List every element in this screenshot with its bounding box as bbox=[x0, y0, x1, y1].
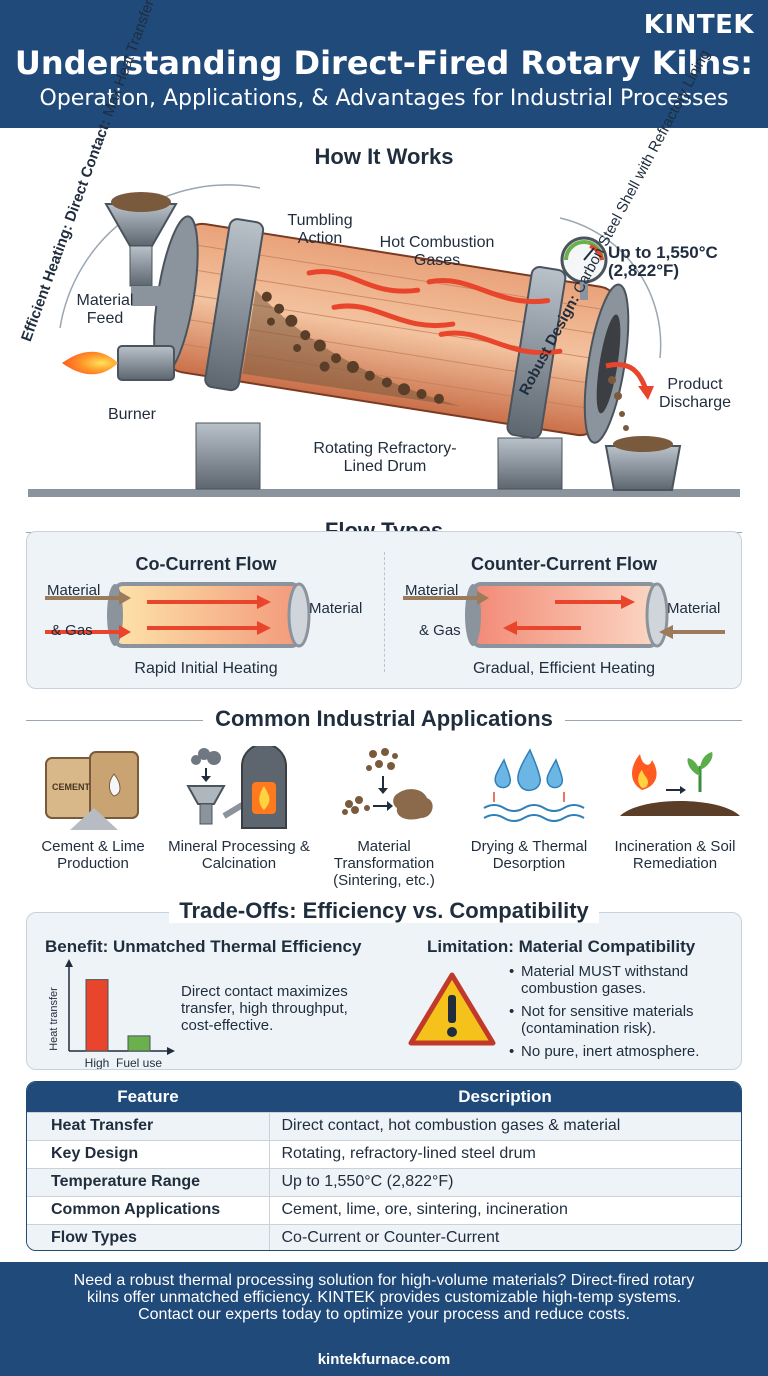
limitation-title: Limitation: Material Compatibility bbox=[427, 937, 696, 956]
burner-flame bbox=[62, 351, 118, 375]
footer-cta: Need a robust thermal processing solutio… bbox=[0, 1262, 768, 1376]
warning-icon bbox=[408, 972, 496, 1046]
product-discharge-label: Product Discharge bbox=[658, 376, 732, 411]
app-cement: CEMENT Cement & Lime Production bbox=[18, 746, 168, 872]
app-drying-label: Drying & Thermal Desorption bbox=[470, 838, 588, 872]
app-sintering: Material Transformation (Sintering, etc.… bbox=[309, 746, 459, 889]
counter-in-label-2: & Gas bbox=[419, 622, 461, 639]
applications-title: Common Industrial Applications bbox=[203, 706, 565, 731]
tradeoffs-title: Trade-Offs: Efficiency vs. Compatibility bbox=[169, 898, 599, 923]
brand-logo: KINTEK bbox=[643, 10, 754, 40]
benefit-bar-chart: Heat transfer High Fuel use bbox=[48, 959, 175, 1069]
limitation-item: Not for sensitive materials (contaminati… bbox=[509, 1003, 739, 1037]
product-bin bbox=[604, 445, 682, 491]
counter-in-label-1: Material bbox=[405, 582, 459, 599]
co-in-label-1: Material bbox=[47, 582, 101, 599]
feed-pipe bbox=[131, 286, 178, 306]
temperature-label: Up to 1,550°C (2,822°F) bbox=[608, 243, 718, 280]
co-in-label-2: & Gas bbox=[51, 622, 93, 639]
benefit-description: Direct contact maximizes transfer, high … bbox=[181, 983, 348, 1034]
app-drying: Drying & Thermal Desorption bbox=[454, 746, 604, 872]
counter-current-caption: Gradual, Efficient Heating bbox=[472, 660, 656, 677]
how-it-works-section: How It Works bbox=[0, 0, 768, 510]
co-current-diagram bbox=[45, 582, 311, 648]
counter-out-label: Material bbox=[667, 600, 721, 617]
flow-types-panel: Co-Current Flow Material & Gas Material bbox=[26, 531, 742, 689]
app-sintering-label: Material Transformation (Sintering, etc.… bbox=[333, 838, 435, 889]
kiln-illustration bbox=[28, 184, 740, 497]
ground bbox=[28, 489, 740, 497]
support-left bbox=[195, 422, 261, 490]
app-mineral: Mineral Processing & Calcination bbox=[164, 743, 314, 872]
burner-body bbox=[117, 345, 175, 381]
app-incineration-label: Incineration & Soil Remediation bbox=[614, 838, 736, 872]
fire-plant-icon bbox=[620, 752, 740, 816]
table-header-feature: Feature bbox=[27, 1082, 269, 1112]
tradeoffs-heading: Trade-Offs: Efficiency vs. Compatibility bbox=[0, 898, 768, 924]
cement-bag-text: CEMENT bbox=[52, 782, 91, 792]
chart-ylabel: Heat transfer bbox=[48, 987, 60, 1051]
chart-bar-1 bbox=[127, 1035, 151, 1052]
limitation-item: No pure, inert atmosphere. bbox=[509, 1043, 739, 1060]
water-drops-icon bbox=[483, 748, 585, 822]
arc-right bbox=[559, 217, 662, 359]
chart-category-label: High bbox=[85, 1056, 110, 1069]
discharge-arrow bbox=[605, 362, 649, 391]
app-mineral-label: Mineral Processing & Calcination bbox=[168, 838, 310, 872]
counter-current-diagram bbox=[403, 582, 725, 648]
burner-label: Burner bbox=[107, 406, 157, 423]
app-cement-label: Cement & Lime Production bbox=[41, 838, 145, 872]
co-current-title: Co-Current Flow bbox=[135, 554, 277, 574]
feed-chute bbox=[129, 245, 153, 287]
chart-category-label: Fuel use bbox=[116, 1056, 162, 1069]
header-banner: KINTEK Understanding Direct-Fired Rotary… bbox=[0, 0, 768, 128]
benefit-title: Benefit: Unmatched Thermal Efficiency bbox=[45, 937, 362, 956]
co-current-caption: Rapid Initial Heating bbox=[134, 660, 278, 677]
sintering-particles-icon bbox=[342, 748, 433, 820]
crusher-furnace-icon bbox=[186, 743, 287, 829]
flow-divider bbox=[384, 552, 385, 672]
chart-bar-0 bbox=[85, 979, 109, 1052]
support-right bbox=[497, 437, 563, 490]
page-subtitle: Operation, Applications, & Advantages fo… bbox=[39, 86, 729, 111]
footer-text: Need a robust thermal processing solutio… bbox=[73, 1272, 695, 1323]
footer-website-link[interactable]: kintekfurnace.com bbox=[317, 1351, 451, 1368]
hopper-material bbox=[111, 192, 171, 212]
limitation-list: Material MUST withstand combustion gases… bbox=[509, 963, 739, 1066]
applications-heading: Common Industrial Applications bbox=[0, 706, 768, 734]
app-incineration: Incineration & Soil Remediation bbox=[600, 746, 750, 872]
drum-label: Rotating Refractory-Lined Drum bbox=[313, 440, 457, 475]
applications-section: Common Industrial Applications CEMENT Ce… bbox=[0, 706, 768, 896]
table-header-description: Description bbox=[269, 1082, 741, 1112]
cement-bags-icon: CEMENT bbox=[45, 751, 139, 830]
co-out-label: Material bbox=[309, 600, 363, 617]
how-it-works-title: How It Works bbox=[314, 144, 454, 169]
material-feed-label: Material Feed bbox=[76, 292, 134, 327]
hot-gases-label: Hot Combustion Gases bbox=[379, 234, 495, 269]
page-title: Understanding Direct-Fired Rotary Kilns: bbox=[14, 44, 754, 82]
tumbling-label: Tumbling Action bbox=[287, 212, 353, 247]
counter-current-panel: Counter-Current Flow Material bbox=[385, 532, 743, 688]
co-current-panel: Co-Current Flow Material & Gas Material bbox=[27, 532, 385, 688]
tradeoffs-panel: Benefit: Unmatched Thermal Efficiency He… bbox=[26, 912, 742, 1070]
counter-current-title: Counter-Current Flow bbox=[471, 554, 657, 574]
limitation-item: Material MUST withstand combustion gases… bbox=[509, 963, 739, 997]
